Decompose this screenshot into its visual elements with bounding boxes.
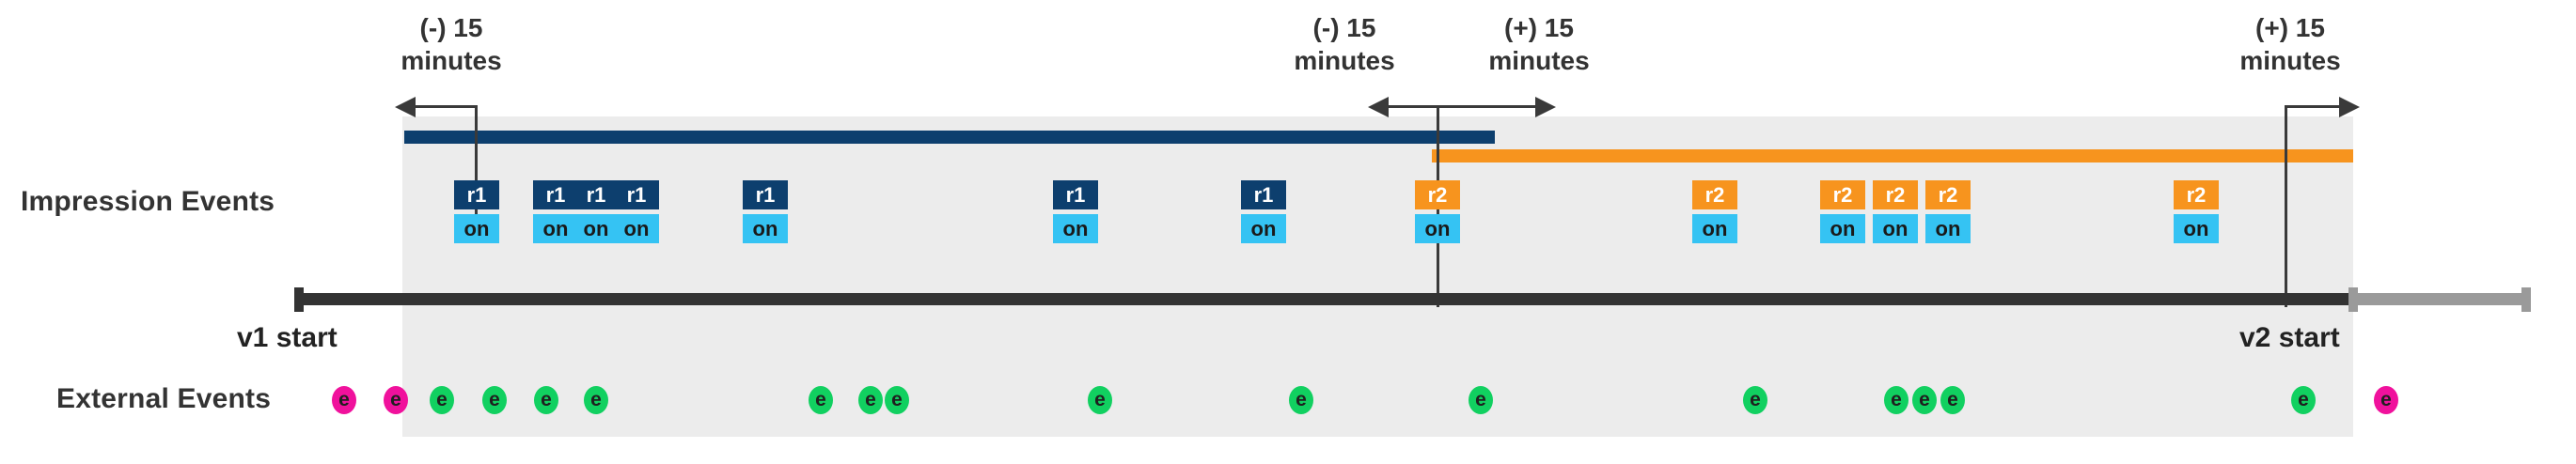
impression-chip-status[interactable]: on — [1692, 214, 1737, 243]
callout-sign: (-) 15 — [1312, 13, 1376, 42]
external-event-dot[interactable]: e — [482, 386, 507, 414]
external-event-dot[interactable]: e — [809, 386, 833, 414]
callout-plus-15-right: (+) 15 minutes — [2196, 11, 2384, 77]
v1-start-label: v1 start — [237, 322, 338, 353]
callout-23-shaft — [1387, 105, 1537, 108]
callout-plus-15-mid: (+) 15 minutes — [1445, 11, 1633, 77]
v2-start-label: v2 start — [2239, 322, 2340, 353]
timeline-axis-active — [294, 293, 2355, 305]
callout-unit: minutes — [1294, 46, 1395, 75]
callout-unit: minutes — [401, 46, 502, 75]
callout-4-stem — [2285, 105, 2287, 307]
impression-chip-status[interactable]: on — [1873, 214, 1918, 243]
impression-chip-status[interactable]: on — [1053, 214, 1098, 243]
external-event-dot[interactable]: e — [332, 386, 356, 414]
callout-4-arrow-right-icon — [2339, 97, 2360, 117]
external-event-dot[interactable]: e — [1088, 386, 1112, 414]
external-event-dot[interactable]: e — [1912, 386, 1937, 414]
external-event-dot[interactable]: e — [1289, 386, 1313, 414]
external-event-dot[interactable]: e — [1884, 386, 1908, 414]
impression-chip-release[interactable]: r1 — [573, 180, 619, 209]
external-event-dot[interactable]: e — [2291, 386, 2316, 414]
external-event-dot[interactable]: e — [384, 386, 408, 414]
impression-chip-release[interactable]: r1 — [454, 180, 499, 209]
external-event-dot[interactable]: e — [885, 386, 909, 414]
impression-chip-release[interactable]: r2 — [1925, 180, 1971, 209]
callout-sign: (+) 15 — [2255, 13, 2325, 42]
impression-chip-status[interactable]: on — [1925, 214, 1971, 243]
callout-1-stem — [475, 105, 478, 232]
callout-1-shaft — [414, 105, 477, 108]
impression-chip-release[interactable]: r1 — [533, 180, 578, 209]
impression-chip-release[interactable]: r1 — [614, 180, 659, 209]
callout-1-arrow-left-icon — [395, 97, 416, 117]
impression-chip-release[interactable]: r2 — [1692, 180, 1737, 209]
impression-chip-status[interactable]: on — [454, 214, 499, 243]
external-event-dot[interactable]: e — [1743, 386, 1767, 414]
external-event-dot[interactable]: e — [534, 386, 558, 414]
external-event-dot[interactable]: e — [430, 386, 454, 414]
impression-chip-status[interactable]: on — [533, 214, 578, 243]
external-event-dot[interactable]: e — [584, 386, 608, 414]
external-event-dot[interactable]: e — [2374, 386, 2398, 414]
callout-sign: (+) 15 — [1504, 13, 1574, 42]
impression-chip-status[interactable]: on — [2174, 214, 2219, 243]
impression-chip-release[interactable]: r1 — [1241, 180, 1286, 209]
callout-2-arrow-left-icon — [1368, 97, 1389, 117]
external-event-dot[interactable]: e — [1469, 386, 1493, 414]
impression-chip-status[interactable]: on — [1415, 214, 1460, 243]
impression-chip-release[interactable]: r1 — [743, 180, 788, 209]
impression-chip-release[interactable]: r2 — [1415, 180, 1460, 209]
callout-sign: (-) 15 — [419, 13, 483, 42]
impression-chip-status[interactable]: on — [1820, 214, 1865, 243]
callout-unit: minutes — [2239, 46, 2341, 75]
callout-minus-15-left: (-) 15 minutes — [357, 11, 545, 77]
callout-4-shaft — [2285, 105, 2341, 108]
impression-chip-release[interactable]: r2 — [1873, 180, 1918, 209]
impression-chip-status[interactable]: on — [573, 214, 619, 243]
impression-chip-release[interactable]: r2 — [2174, 180, 2219, 209]
callout-minus-15-mid: (-) 15 minutes — [1250, 11, 1438, 77]
impression-events-row-label: Impression Events — [21, 186, 275, 217]
highlight-band — [402, 116, 2353, 437]
external-events-row-label: External Events — [56, 383, 272, 414]
release-bar-v1 — [404, 131, 1495, 144]
impression-chip-release[interactable]: r2 — [1820, 180, 1865, 209]
impression-chip-status[interactable]: on — [1241, 214, 1286, 243]
external-event-dot[interactable]: e — [858, 386, 883, 414]
timeline-axis-future — [2348, 293, 2531, 305]
impression-chip-release[interactable]: r1 — [1053, 180, 1098, 209]
callout-3-arrow-right-icon — [1535, 97, 1556, 117]
axis-end-cap — [2521, 287, 2531, 312]
impression-chip-status[interactable]: on — [614, 214, 659, 243]
callout-unit: minutes — [1488, 46, 1590, 75]
release-bar-v2 — [1432, 149, 2353, 162]
impression-chip-status[interactable]: on — [743, 214, 788, 243]
external-event-dot[interactable]: e — [1940, 386, 1965, 414]
